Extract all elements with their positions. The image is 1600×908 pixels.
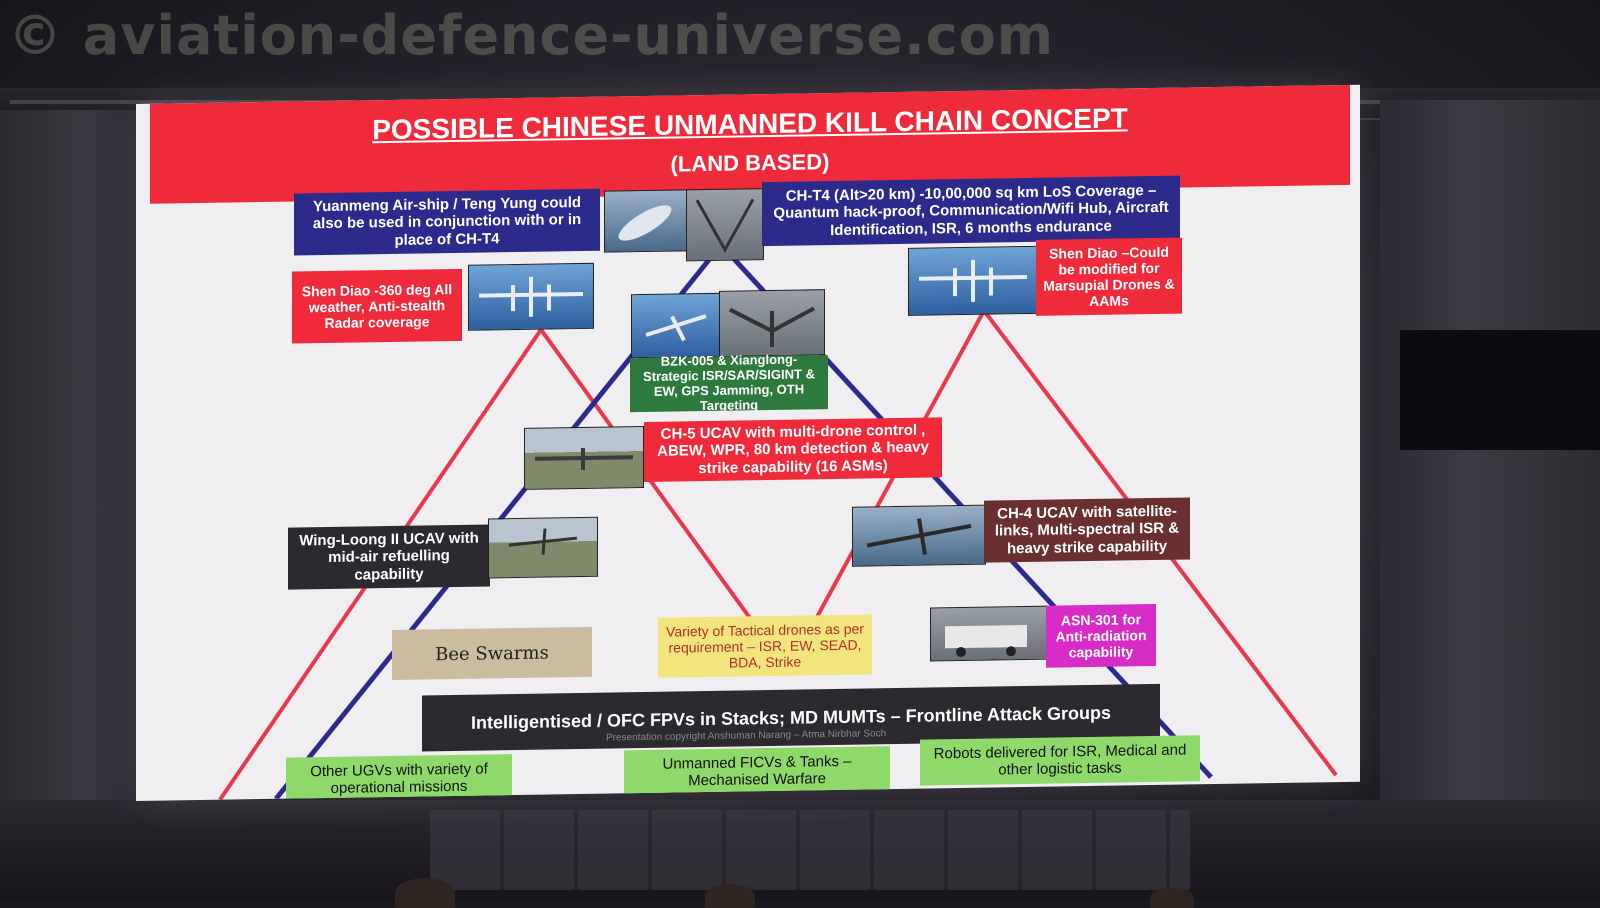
cht4-box: CH-T4 (Alt>20 km) -10,00,000 sq km LoS C…: [762, 175, 1180, 247]
wing-loong-photo: [488, 516, 598, 579]
projection-screen: POSSIBLE CHINESE UNMANNED KILL CHAIN CON…: [136, 84, 1360, 802]
xianglong-photo: [719, 289, 825, 357]
right-curtain: [1380, 100, 1600, 820]
airship-photo: [604, 189, 688, 253]
audience-head: [1150, 888, 1194, 908]
shen-diao-drone-photo: [908, 245, 1038, 316]
ch5-photo: [524, 426, 644, 490]
ch4-box: CH-4 UCAV with satellite-links, Multi-sp…: [984, 497, 1190, 563]
tactical-drones-box: Variety of Tactical drones as per requir…: [658, 614, 872, 678]
ch5-box: CH-5 UCAV with multi-drone control , ABE…: [644, 417, 942, 483]
wing-loong-box: Wing-Loong II UCAV with mid-air refuelli…: [288, 524, 490, 590]
bee-swarms-box: Bee Swarms: [392, 626, 592, 680]
bzk005-photo: [631, 292, 721, 359]
left-triangle-right-edge: [539, 328, 778, 656]
ch4-photo: [852, 504, 986, 567]
right-triangle-left-edge: [784, 309, 986, 675]
asn301-box: ASN-301 for Anti-radiation capability: [1046, 603, 1156, 668]
left-curtain: [0, 110, 140, 810]
bzk005-box: BZK-005 & Xianglong- Strategic ISR/SAR/S…: [630, 352, 828, 413]
asn301-truck-photo: [930, 605, 1048, 662]
right-wall-panel: [1400, 330, 1600, 450]
stage-slats: [430, 810, 1190, 890]
audience-head: [395, 878, 455, 908]
ugvs-box: Other UGVs with variety of operational m…: [286, 754, 512, 802]
shen-diao-left-box: Shen Diao -360 deg All weather, Anti-ste…: [292, 268, 462, 344]
ficvs-box: Unmanned FICVs & Tanks – Mechanised Warf…: [624, 746, 890, 797]
robots-box: Robots delivered for ISR, Medical and ot…: [920, 735, 1200, 786]
shen-diao-right-box: Shen Diao –Could be modified for Marsupi…: [1036, 237, 1182, 316]
watermark: © aviation-defence-universe.com: [8, 4, 1055, 67]
audience-head: [705, 884, 755, 908]
shen-diao-drone-photo: [468, 262, 594, 331]
cht4-photo: [686, 188, 764, 262]
yuanmeng-box: Yuanmeng Air-ship / Teng Yung could also…: [294, 188, 600, 256]
